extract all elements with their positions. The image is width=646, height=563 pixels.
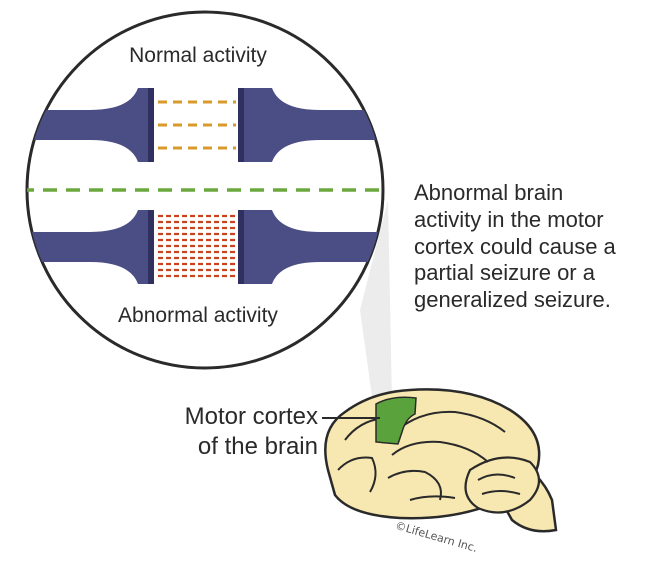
caption-line: partial seizure or a (414, 260, 644, 287)
dog-brain (325, 389, 556, 531)
normal-activity-label: Normal activity (68, 44, 328, 69)
caption-line: Abnormal brain (414, 180, 644, 207)
motor-cortex-label-line: of the brain (118, 432, 318, 462)
motor-cortex-label-line: Motor cortex (118, 402, 318, 432)
caption-line: generalized seizure. (414, 287, 644, 314)
caption-line: cortex could cause a (414, 234, 644, 261)
caption-text: Abnormal brain activity in the motor cor… (414, 180, 644, 314)
caption-line: activity in the motor (414, 207, 644, 234)
abnormal-activity-label: Abnormal activity (68, 304, 328, 329)
motor-cortex-label: Motor cortex of the brain (118, 402, 318, 462)
